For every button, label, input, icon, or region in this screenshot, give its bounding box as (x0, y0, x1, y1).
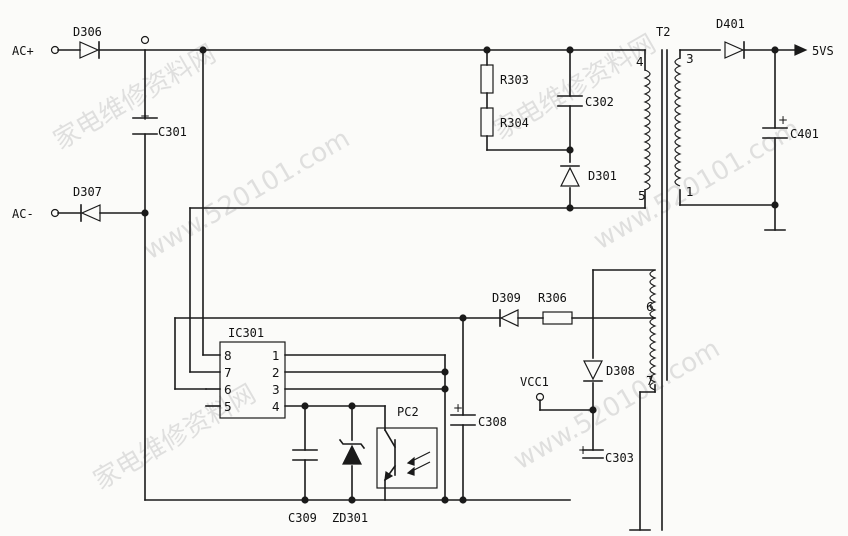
ic301-body (219, 341, 286, 419)
polarity-c301: + (140, 109, 150, 123)
label-c303: C303 (605, 451, 634, 465)
pin-ic-1: 1 (272, 349, 280, 363)
capacitor-c308 (450, 414, 476, 426)
wires (57, 49, 796, 531)
pin-ic-8: 8 (224, 349, 232, 363)
label-d306: D306 (73, 25, 102, 39)
label-vcc1: VCC1 (520, 375, 549, 389)
label-d401: D401 (716, 17, 745, 31)
label-r304: R304 (500, 116, 529, 130)
diode-d401 (724, 41, 745, 59)
pin-ic-5: 5 (224, 400, 232, 414)
pin-ic-3: 3 (272, 383, 280, 397)
diode-d309 (499, 309, 519, 327)
junctions (141, 46, 779, 504)
pin-t2-7: 7 (646, 374, 654, 388)
label-r306: R306 (538, 291, 567, 305)
label-c308: C308 (478, 415, 507, 429)
label-ic301: IC301 (228, 326, 264, 340)
label-5vs: 5VS (812, 44, 834, 58)
capacitor-c302 (557, 95, 583, 107)
watermark-url: www.520101.com (589, 114, 806, 256)
pin-ic-7: 7 (224, 366, 232, 380)
polarity-c303: + (578, 443, 588, 457)
terminals (50, 35, 545, 402)
pin-t2-6: 6 (646, 300, 654, 314)
resistor-r306 (542, 311, 573, 325)
label-c301: C301 (158, 125, 187, 139)
polarity-c308: + (453, 401, 463, 415)
watermark-url: www.520101.com (139, 124, 356, 266)
label-d309: D309 (492, 291, 521, 305)
capacitor-c401 (762, 127, 788, 139)
transformer-t2 (643, 49, 682, 531)
watermark-group: 家电维修资料网 www.520101.com 家电维修资料网 www.52010… (49, 29, 806, 496)
diode-d308 (583, 360, 603, 382)
pin-t2-1: 1 (686, 185, 694, 199)
ac-minus-terminal (50, 208, 60, 218)
diode-d307 (80, 204, 101, 222)
diode-d301 (560, 165, 580, 187)
capacitor-c309 (292, 449, 318, 461)
label-d308: D308 (606, 364, 635, 378)
diode-d306 (79, 41, 100, 59)
secondary-winding (674, 57, 682, 187)
aux-winding (649, 269, 657, 391)
pin-t2-3: 3 (686, 52, 694, 66)
label-pc2: PC2 (397, 405, 419, 419)
pin-ic-6: 6 (224, 383, 232, 397)
label-zd301: ZD301 (332, 511, 368, 525)
watermark-text: 家电维修资料网 (49, 39, 222, 156)
zener-zd301 (338, 438, 366, 465)
primary-winding (643, 69, 651, 191)
pin-ic-2: 2 (272, 366, 280, 380)
resistor-r304 (480, 107, 494, 137)
label-t2: T2 (656, 25, 670, 39)
label-ac-plus: AC+ (12, 44, 34, 58)
label-ac-minus: AC- (12, 207, 34, 221)
vcc1-terminal (535, 392, 545, 402)
watermark-text: 家电维修资料网 (89, 379, 262, 496)
label-r303: R303 (500, 73, 529, 87)
labels: AC+ AC- D306 D307 C301 + R303 R304 C302 … (12, 17, 834, 525)
pin-ic-4: 4 (272, 400, 280, 414)
capacitor-c301 (132, 117, 158, 135)
optocoupler-pc2 (376, 427, 438, 489)
pin-t2-4: 4 (636, 55, 644, 69)
label-d301: D301 (588, 169, 617, 183)
label-c302: C302 (585, 95, 614, 109)
resistor-r303 (480, 64, 494, 94)
label-c309: C309 (288, 511, 317, 525)
polarity-c401: + (778, 113, 788, 127)
label-d307: D307 (73, 185, 102, 199)
label-c401: C401 (790, 127, 819, 141)
pin-t2-5: 5 (638, 189, 646, 203)
output-arrow-icon (794, 44, 808, 56)
ac-plus-terminal (50, 45, 60, 55)
